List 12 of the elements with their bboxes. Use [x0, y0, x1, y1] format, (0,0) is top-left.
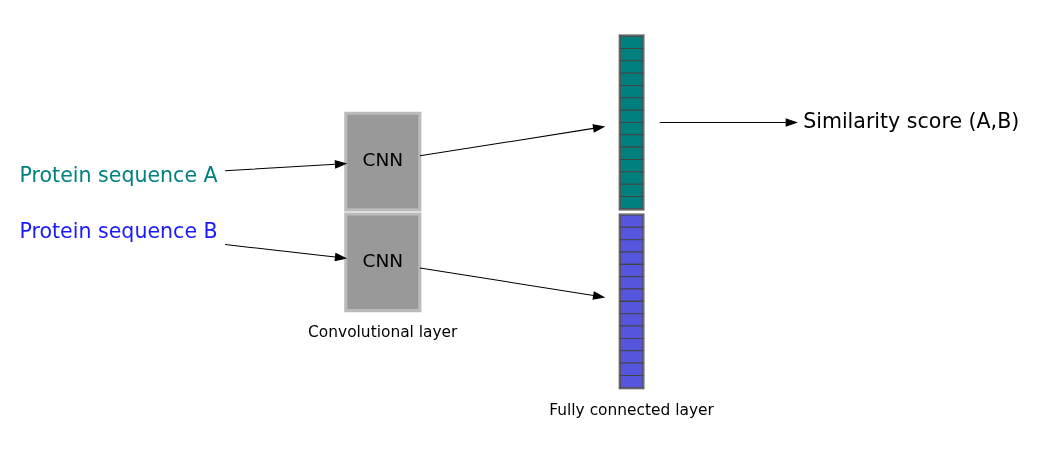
- arrow: [224, 243, 348, 261]
- node-text: Similarity score (A,B): [803, 108, 1020, 133]
- node-text: Protein sequence A: [19, 162, 218, 187]
- node-box: CNN: [344, 111, 422, 211]
- arrow: [419, 123, 606, 156]
- arrow: [419, 267, 606, 300]
- label: Convolutional layer: [308, 322, 458, 341]
- node-text: Protein sequence B: [19, 218, 218, 243]
- arrow: [224, 159, 348, 171]
- label: Fully connected layer: [549, 400, 714, 419]
- arrow: [659, 117, 798, 127]
- node-box: CNN: [344, 211, 422, 312]
